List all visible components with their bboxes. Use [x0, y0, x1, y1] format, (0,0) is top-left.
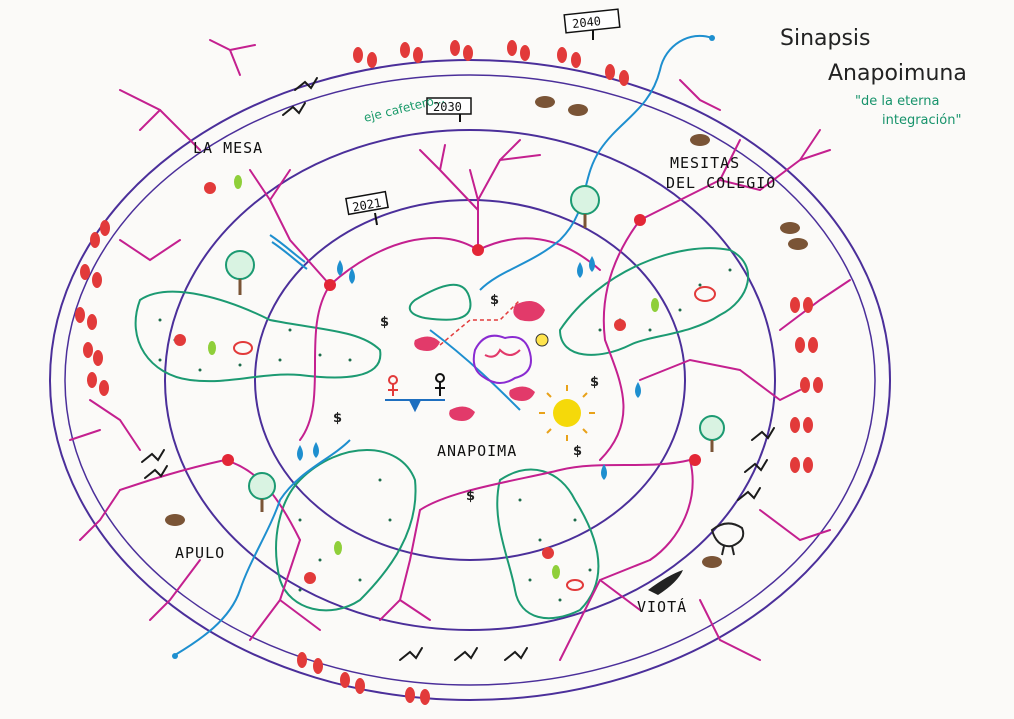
money-4: $: [333, 411, 342, 426]
ring-2030: [165, 130, 775, 630]
money-1: $: [490, 293, 499, 308]
year-sign-2021: 2021: [346, 192, 388, 225]
river-end-dot: [172, 653, 178, 659]
seesaw-people: [385, 374, 445, 410]
footprints: [75, 40, 823, 705]
tree-mesitas: [571, 186, 599, 228]
zone-west: [136, 292, 381, 381]
label-viota: VIOTÁ: [637, 597, 687, 616]
label-mesitas-2: DEL COLEGIO: [666, 174, 776, 192]
label-apulo: APULO: [175, 544, 225, 562]
tree-apulo: [249, 473, 275, 512]
label-mesitas-1: MESITAS: [670, 154, 740, 172]
title-line-1: Sinapsis: [780, 26, 871, 51]
root-network: [70, 40, 850, 660]
node-nw: [324, 279, 336, 291]
node-ne: [634, 214, 646, 226]
subtitle-line-1: "de la eterna: [855, 94, 940, 109]
money-6: $: [466, 489, 475, 504]
ring-2040: [50, 60, 890, 700]
node-w: [222, 454, 234, 466]
node-n: [472, 244, 484, 256]
zone-dots: [159, 269, 732, 602]
tree-west: [226, 251, 254, 295]
sun-icon: [539, 385, 595, 441]
chili-icon: [648, 570, 683, 595]
tree-east: [700, 416, 724, 452]
title-line-2: Anapoimuna: [828, 61, 967, 86]
label-anapoima: ANAPOIMA: [437, 442, 517, 460]
money-symbols: $ $ $ $ $ $: [333, 293, 599, 504]
label-la-mesa: LA MESA: [193, 139, 263, 157]
time-rings: [50, 60, 890, 700]
river-northwest: [270, 235, 305, 262]
money-5: $: [573, 444, 582, 459]
rivers: [175, 36, 712, 655]
node-se: [689, 454, 701, 466]
money-3: $: [590, 375, 599, 390]
zone-north-small: [410, 285, 471, 320]
center-brain: [474, 336, 531, 383]
year-sign-2040: 2040: [564, 9, 620, 40]
money-2: $: [380, 315, 389, 330]
synapse-nodes: [222, 214, 701, 466]
zone-south: [497, 470, 598, 619]
river-source-dot: [709, 35, 715, 41]
ring-2021: [255, 200, 685, 560]
subtitle-line-2: integración": [882, 113, 961, 128]
